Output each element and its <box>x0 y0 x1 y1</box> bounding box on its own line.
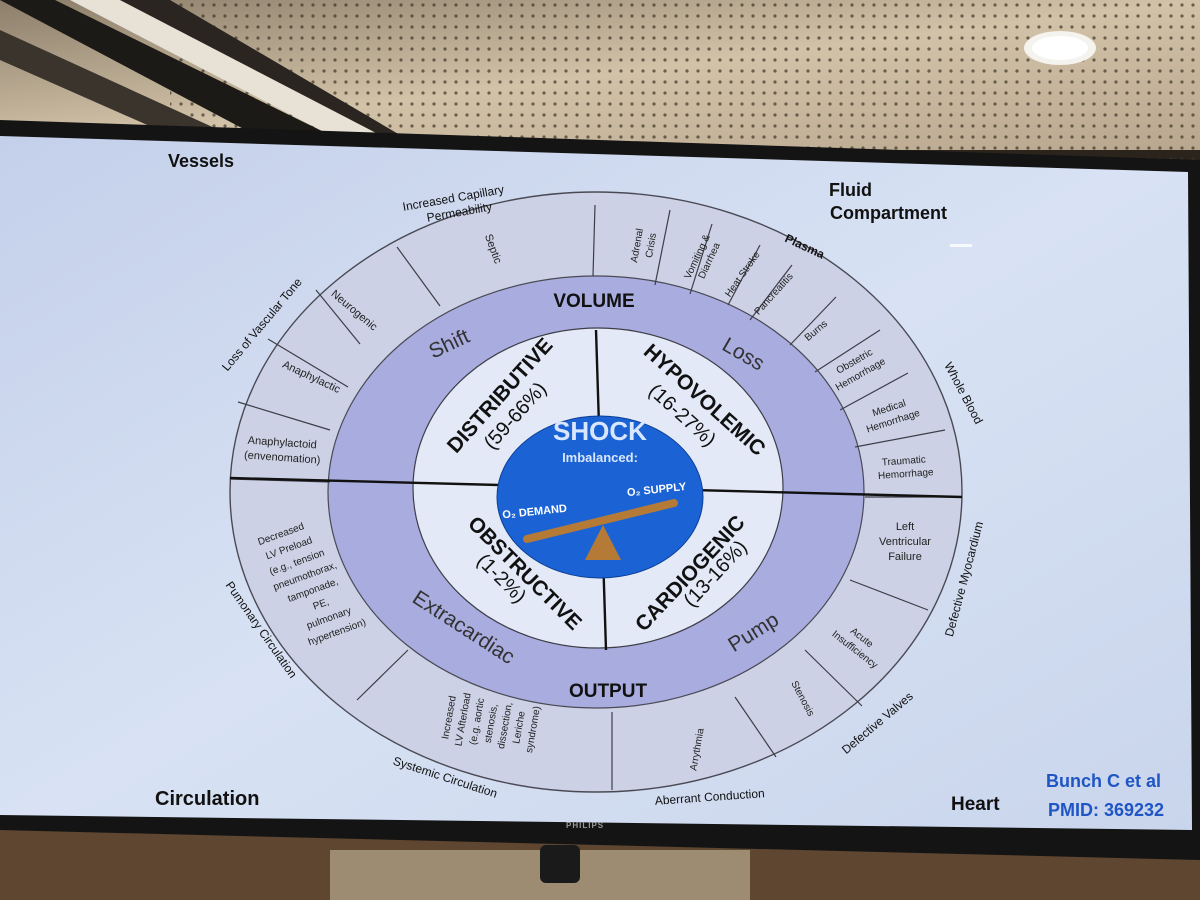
segment-dividers <box>229 204 962 790</box>
fluid-label: Fluid <box>829 180 872 200</box>
seesaw-fulcrum <box>585 525 621 560</box>
segment-traumatic-line2: Hemorrhage <box>878 467 935 482</box>
seesaw-beam <box>523 499 678 543</box>
segment-lv-failure-line1: Left <box>896 521 914 533</box>
segment-anaphylactoid-line2: (envenomation) <box>244 449 321 466</box>
volume-label: VOLUME <box>553 291 634 312</box>
circulation-label: Circulation <box>155 788 259 810</box>
segment-anaphylactoid-line1: Anaphylactoid <box>247 435 317 452</box>
output-label: OUTPUT <box>569 681 648 702</box>
segment-lv-failure-line3: Failure <box>888 551 922 563</box>
ceiling-light <box>1024 31 1096 65</box>
ceiling-beams <box>0 0 400 135</box>
preload-line6: PE, <box>312 597 331 613</box>
segment-adrenal-line2: Crisis <box>644 232 659 259</box>
slide: Vessels Fluid Compartment Circulation He… <box>155 151 1164 820</box>
segment-lv-failure-line2: Ventricular <box>879 536 931 548</box>
citation-line2: PMID: 369232 <box>1048 800 1164 820</box>
brand-logo: PHILIPS <box>566 821 604 830</box>
compartment-label: Compartment <box>830 203 947 223</box>
tv-stand <box>540 845 580 883</box>
heart-label: Heart <box>951 794 1000 815</box>
citation-line1: Bunch C et al <box>1046 771 1161 791</box>
shock-title: SHOCK <box>553 416 647 446</box>
segment-traumatic-line1: Traumatic <box>881 454 926 468</box>
shock-subtitle: Imbalanced: <box>562 450 638 465</box>
vessels-label: Vessels <box>168 151 234 171</box>
